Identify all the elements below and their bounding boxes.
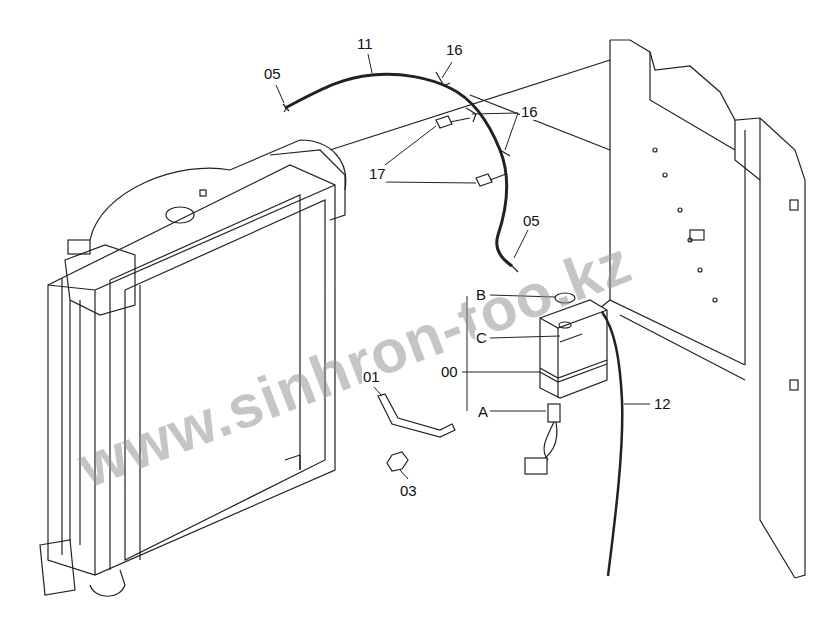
callout-number: 16	[445, 42, 464, 58]
callout-letter: C	[475, 330, 488, 346]
callout-letter: B	[475, 287, 487, 303]
level-sensor	[525, 404, 560, 474]
callout-number: 00	[440, 364, 459, 380]
overflow-hose	[283, 72, 518, 272]
callout-number: 16	[520, 104, 539, 120]
callout-number: 12	[653, 396, 672, 412]
callout-letter: A	[477, 404, 489, 420]
callout-number: 01	[362, 369, 381, 385]
callout-number: 03	[399, 483, 418, 499]
tank-bracket	[378, 394, 455, 471]
callout-number: 05	[522, 213, 541, 229]
bolt	[436, 116, 506, 186]
callout-number: 05	[263, 66, 282, 82]
callout-number: 17	[368, 166, 387, 182]
callout-number: 11	[356, 36, 374, 52]
drain-hose	[602, 312, 622, 576]
